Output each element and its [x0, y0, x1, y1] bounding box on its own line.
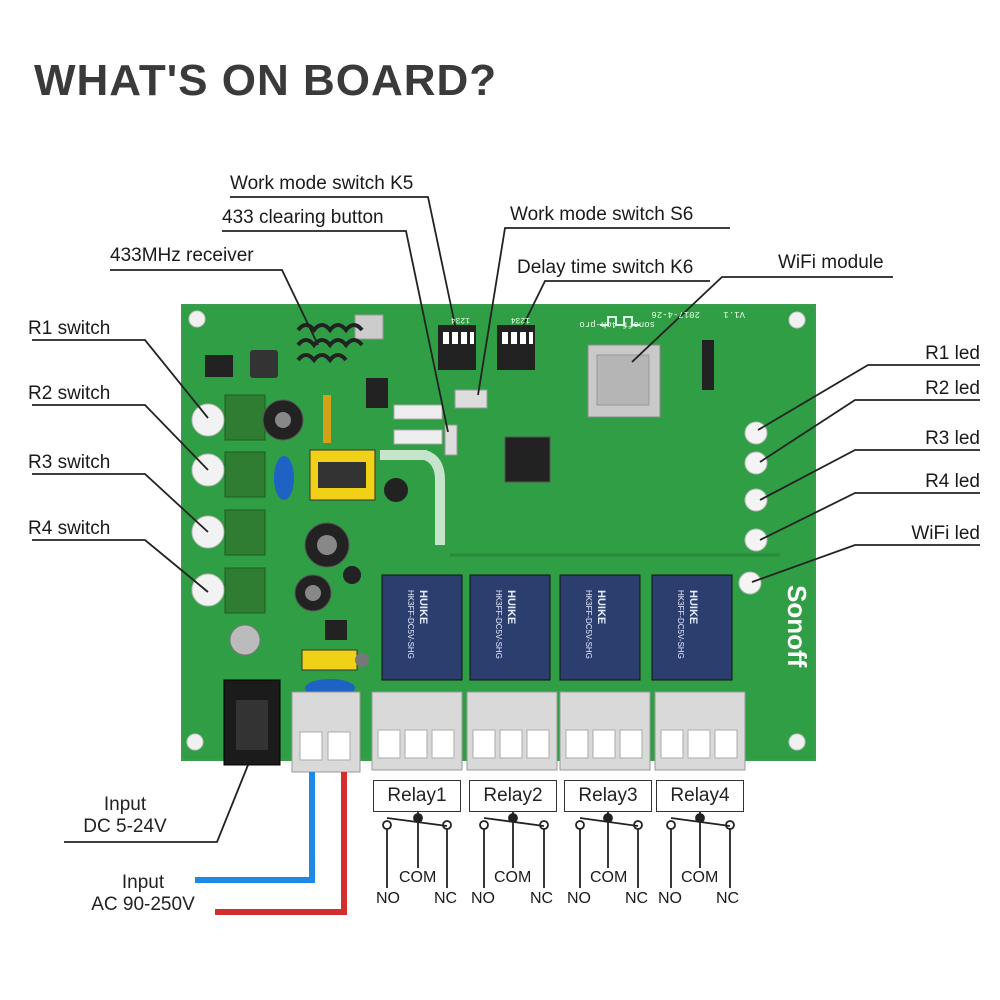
relay-blocks [381, 574, 733, 681]
relay1-no: NO [376, 890, 400, 907]
relay-markings: HUIKE HK3FF-DC5V-SHG HUIKE HK3FF-DC5V-SH… [406, 590, 699, 659]
relay3-com: COM [590, 869, 628, 886]
label-r4-led: R4 led [925, 471, 980, 492]
relay-contact-symbols [382, 810, 735, 888]
relay4-no: NO [658, 890, 682, 907]
relay1-nc: NC [434, 890, 458, 907]
status-leds [738, 421, 768, 595]
dip-numbers-s6: 1234 [511, 315, 530, 324]
relay3-no: NO [567, 890, 591, 907]
label-r1-switch: R1 switch [28, 318, 111, 339]
relay2-com: COM [494, 869, 532, 886]
dip-numbers-k5: 1234 [451, 315, 470, 324]
relay1-box: Relay1 [373, 780, 461, 812]
input-ac-line2: AC 90-250V [91, 894, 195, 915]
relay4-brand: HUIKE [687, 590, 699, 624]
relay3-nc: NC [625, 890, 649, 907]
relay4-box: Relay4 [656, 780, 744, 812]
input-dc-line2: DC 5-24V [83, 816, 167, 837]
leader-lines [32, 196, 980, 843]
relay4-model: HK3FF-DC5V-SHG [676, 590, 685, 659]
relay4-com: COM [681, 869, 719, 886]
board-version: V1.1 [723, 309, 745, 319]
dc-jack [223, 679, 281, 766]
label-wifi-led: WiFi led [911, 523, 980, 544]
label-wifi-module: WiFi module [778, 252, 884, 273]
label-r2-led: R2 led [925, 378, 980, 399]
label-work-mode-s6: Work mode switch S6 [510, 204, 694, 225]
board-silkscreen: Sonoff V1.1 2017-4-26 sonoff-4ch-pro 123… [451, 309, 812, 668]
relay1-com: COM [399, 869, 437, 886]
label-433mhz-receiver: 433MHz receiver [110, 245, 254, 266]
label-r3-led: R3 led [925, 428, 980, 449]
input-ac-label: Input AC 90-250V [78, 872, 208, 916]
input-dc-label: Input DC 5-24V [60, 794, 190, 838]
input-wires [195, 772, 347, 915]
label-clearing-button: 433 clearing button [222, 207, 384, 228]
sonoff-logo: Sonoff [782, 585, 812, 668]
label-r4-switch: R4 switch [28, 518, 111, 539]
board-name: sonoff-4ch-pro [579, 319, 655, 329]
label-r2-switch: R2 switch [28, 383, 111, 404]
relay3-model: HK3FF-DC5V-SHG [584, 590, 593, 659]
wifi-module-chip [587, 316, 714, 418]
label-r3-switch: R3 switch [28, 452, 111, 473]
terminal-blocks [291, 691, 746, 773]
mcu-chip [504, 436, 551, 483]
relay1-model: HK3FF-DC5V-SHG [406, 590, 415, 659]
relay2-no: NO [471, 890, 495, 907]
relay3-box: Relay3 [564, 780, 652, 812]
input-dc-line1: Input [103, 794, 147, 815]
relay2-model: HK3FF-DC5V-SHG [494, 590, 503, 659]
relay4-nc: NC [716, 890, 740, 907]
label-r1-led: R1 led [925, 343, 980, 364]
relay2-brand: HUIKE [505, 590, 517, 624]
relay1-brand: HUIKE [417, 590, 429, 624]
misc-components [205, 314, 408, 697]
label-work-mode-k5: Work mode switch K5 [230, 173, 414, 194]
label-delay-k6: Delay time switch K6 [517, 257, 694, 278]
relay2-box: Relay2 [469, 780, 557, 812]
dip-switches [393, 325, 535, 456]
relay2-nc: NC [530, 890, 554, 907]
relay3-brand: HUIKE [595, 590, 607, 624]
input-ac-line1: Input [121, 872, 165, 893]
board-date: 2017-4-26 [651, 309, 700, 319]
page-title: WHAT'S ON BOARD? [34, 56, 498, 105]
